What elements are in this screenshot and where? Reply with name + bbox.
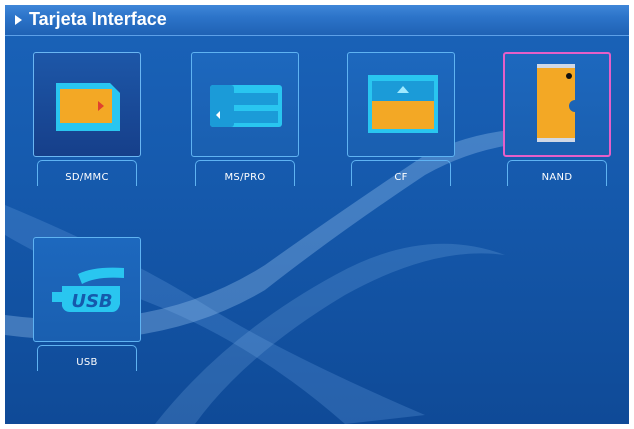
ms-pro-label: MS/PRO bbox=[224, 172, 266, 183]
nand-label: NAND bbox=[541, 172, 573, 183]
title-bar: Tarjeta Interface bbox=[5, 5, 629, 36]
nand-tile[interactable] bbox=[503, 52, 611, 157]
cf-label: CF bbox=[394, 172, 408, 183]
ms-pro-label-tab[interactable]: MS/PRO bbox=[195, 160, 295, 186]
cf-label-tab[interactable]: CF bbox=[351, 160, 451, 186]
usb-label-tab[interactable]: USB bbox=[37, 345, 137, 371]
usb-tile[interactable]: USB bbox=[33, 237, 141, 342]
sd-mmc-label-tab[interactable]: SD/MMC bbox=[37, 160, 137, 186]
title-arrow-icon bbox=[15, 15, 22, 25]
sd-mmc-label: SD/MMC bbox=[65, 172, 109, 183]
cf-tile[interactable] bbox=[347, 52, 455, 157]
memory-stick-icon bbox=[210, 85, 282, 127]
usb-label: USB bbox=[76, 357, 98, 368]
usb-icon: USB bbox=[52, 267, 124, 312]
sd-card-icon bbox=[56, 83, 120, 131]
device-screen: Tarjeta Interface SD/MMC MS/PRO bbox=[5, 5, 629, 424]
compact-flash-icon bbox=[368, 75, 438, 133]
ms-pro-tile[interactable] bbox=[191, 52, 299, 157]
usb-icon-text: USB bbox=[71, 291, 112, 312]
nand-chip-icon bbox=[537, 64, 575, 142]
nand-label-tab[interactable]: NAND bbox=[507, 160, 607, 186]
sd-mmc-tile[interactable] bbox=[33, 52, 141, 157]
page-title: Tarjeta Interface bbox=[29, 9, 167, 29]
